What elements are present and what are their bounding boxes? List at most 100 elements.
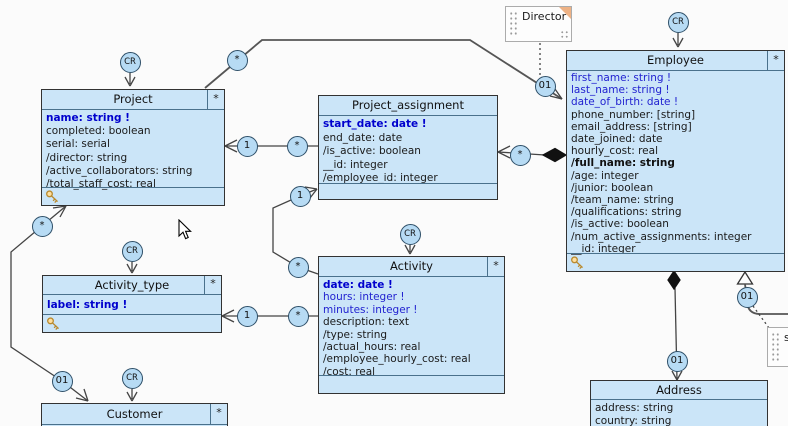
attribute-row[interactable]: phone_number: [string]: [571, 108, 696, 121]
attribute-row[interactable]: serial: serial: [46, 138, 110, 151]
generalization-triangle-icon: [736, 270, 754, 285]
attribute-row[interactable]: start_date: date !: [323, 118, 427, 130]
entity-footer: [319, 375, 504, 393]
multiplicity-badge[interactable]: *: [509, 144, 531, 166]
attribute-row[interactable]: /qualifications: string: [571, 206, 682, 219]
drag-grip-icon[interactable]: [509, 11, 518, 37]
attribute-row[interactable]: email_address: [string]: [571, 120, 692, 133]
entity-title[interactable]: Activity *: [319, 257, 504, 277]
entity-title[interactable]: Project_assignment: [319, 96, 497, 116]
multiplicity-badge[interactable]: *: [31, 215, 53, 237]
collapse-toggle[interactable]: *: [210, 404, 227, 424]
entity-footer: [567, 253, 784, 271]
entity-title-label: Project_assignment: [352, 98, 464, 112]
attribute-row[interactable]: last_name: string !: [571, 84, 670, 97]
open-arrowhead-icon: [52, 205, 67, 218]
entity-project[interactable]: Project * name: string ! completed: bool…: [41, 89, 225, 206]
multiplicity-badge[interactable]: 1: [236, 305, 258, 327]
multiplicity-badge[interactable]: 01: [666, 350, 688, 372]
entity-customer[interactable]: Customer *: [41, 403, 228, 426]
open-arrowhead-icon: [224, 139, 238, 153]
connector-project-employee[interactable]: [204, 39, 563, 100]
drag-grip-icon[interactable]: [771, 332, 780, 362]
attribute-row[interactable]: /num_active_assignments: integer: [571, 230, 752, 243]
collapse-toggle[interactable]: *: [204, 276, 221, 294]
entity-footer: [319, 183, 497, 199]
cr-arrow: [672, 33, 684, 48]
cr-badge[interactable]: CR: [399, 223, 421, 245]
multiplicity-badge[interactable]: 1: [236, 135, 258, 157]
key-icon[interactable]: [46, 316, 61, 331]
attribute-row[interactable]: /employee_hourly_cost: real: [323, 353, 471, 366]
attribute-row[interactable]: name: string !: [46, 112, 130, 124]
collapse-toggle[interactable]: *: [767, 51, 784, 70]
attribute-row[interactable]: end_date: date: [323, 131, 403, 144]
attribute-row[interactable]: /team_name: string: [571, 194, 674, 207]
attribute-row[interactable]: minutes: integer !: [323, 303, 418, 316]
multiplicity-badge[interactable]: 01: [534, 75, 556, 97]
cr-badge[interactable]: CR: [119, 51, 141, 73]
attribute-list: date: date ! hours: integer ! minutes: i…: [319, 277, 504, 378]
attribute-row[interactable]: hourly_cost: real: [571, 145, 658, 158]
entity-title[interactable]: Activity_type *: [43, 276, 221, 295]
open-arrowhead-icon: [497, 145, 511, 159]
attribute-row[interactable]: completed: boolean: [46, 125, 151, 138]
attribute-row[interactable]: /active_collaborators: string: [46, 164, 193, 177]
attribute-row[interactable]: __id: integer: [571, 242, 636, 255]
note-director[interactable]: Director: [505, 6, 572, 42]
attribute-row[interactable]: /director: string: [46, 151, 128, 164]
cr-badge[interactable]: CR: [121, 367, 143, 389]
attribute-row[interactable]: address: string: [595, 402, 674, 414]
entity-activity[interactable]: Activity * date: date ! hours: integer !…: [318, 256, 505, 394]
cr-badge[interactable]: CR: [667, 11, 689, 33]
attribute-row[interactable]: date: date !: [323, 279, 393, 291]
attribute-row[interactable]: date_joined: date: [571, 133, 663, 146]
entity-title-label: Customer: [106, 407, 163, 421]
entity-employee[interactable]: Employee * first_name: string ! last_nam…: [566, 50, 785, 272]
attribute-row[interactable]: hours: integer !: [323, 291, 405, 304]
multiplicity-badge[interactable]: 01: [736, 286, 758, 308]
attribute-row[interactable]: date_of_birth: date !: [571, 96, 679, 109]
entity-title[interactable]: Employee *: [567, 51, 784, 71]
key-icon[interactable]: [570, 255, 585, 270]
entity-project-assignment[interactable]: Project_assignment start_date: date ! en…: [318, 95, 498, 200]
collapse-toggle[interactable]: *: [207, 90, 224, 109]
attribute-row[interactable]: __id: integer: [323, 158, 388, 171]
entity-footer: [42, 187, 224, 205]
attribute-row[interactable]: label: string !: [47, 299, 128, 311]
multiplicity-badge[interactable]: *: [287, 256, 309, 278]
attribute-row[interactable]: /type: string: [323, 328, 388, 341]
multiplicity-badge[interactable]: *: [287, 305, 309, 327]
attribute-row[interactable]: /is_active: boolean: [323, 145, 421, 158]
attribute-row[interactable]: /age: integer: [571, 169, 639, 182]
multiplicity-badge[interactable]: *: [286, 135, 308, 157]
resize-grip-icon[interactable]: [560, 30, 569, 39]
note-anchor: [752, 305, 770, 329]
entity-title[interactable]: Customer *: [42, 404, 227, 425]
attribute-row[interactable]: first_name: string !: [571, 72, 672, 84]
attribute-row[interactable]: /junior: boolean: [571, 181, 654, 194]
collapse-toggle[interactable]: *: [487, 257, 504, 276]
attribute-row[interactable]: /cost: real: [323, 365, 376, 378]
attribute-list: address: string country: string: [591, 400, 767, 426]
entity-title[interactable]: Address: [591, 381, 767, 400]
entity-activity-type[interactable]: Activity_type * label: string !: [42, 275, 222, 333]
note-fold-icon: [559, 7, 571, 19]
note-clipped[interactable]: s: [767, 327, 788, 367]
attribute-row[interactable]: /employee_id: integer: [323, 172, 438, 185]
attribute-row[interactable]: description: text: [323, 316, 409, 329]
entity-title[interactable]: Project *: [42, 90, 224, 110]
key-icon[interactable]: [45, 189, 60, 204]
entity-title-label: Activity: [389, 259, 433, 273]
multiplicity-badge[interactable]: 1: [289, 185, 311, 207]
attribute-row[interactable]: country: string: [595, 415, 672, 426]
attribute-row[interactable]: /actual_hours: real: [323, 341, 421, 354]
cr-badge[interactable]: CR: [121, 240, 143, 262]
multiplicity-badge[interactable]: 01: [51, 370, 73, 392]
multiplicity-badge[interactable]: *: [226, 49, 248, 71]
attribute-row[interactable]: /is_active: boolean: [571, 218, 669, 231]
entity-address[interactable]: Address address: string country: string: [590, 380, 768, 426]
attribute-row[interactable]: /full_name: string: [571, 157, 675, 170]
entity-title-label: Address: [656, 383, 702, 397]
